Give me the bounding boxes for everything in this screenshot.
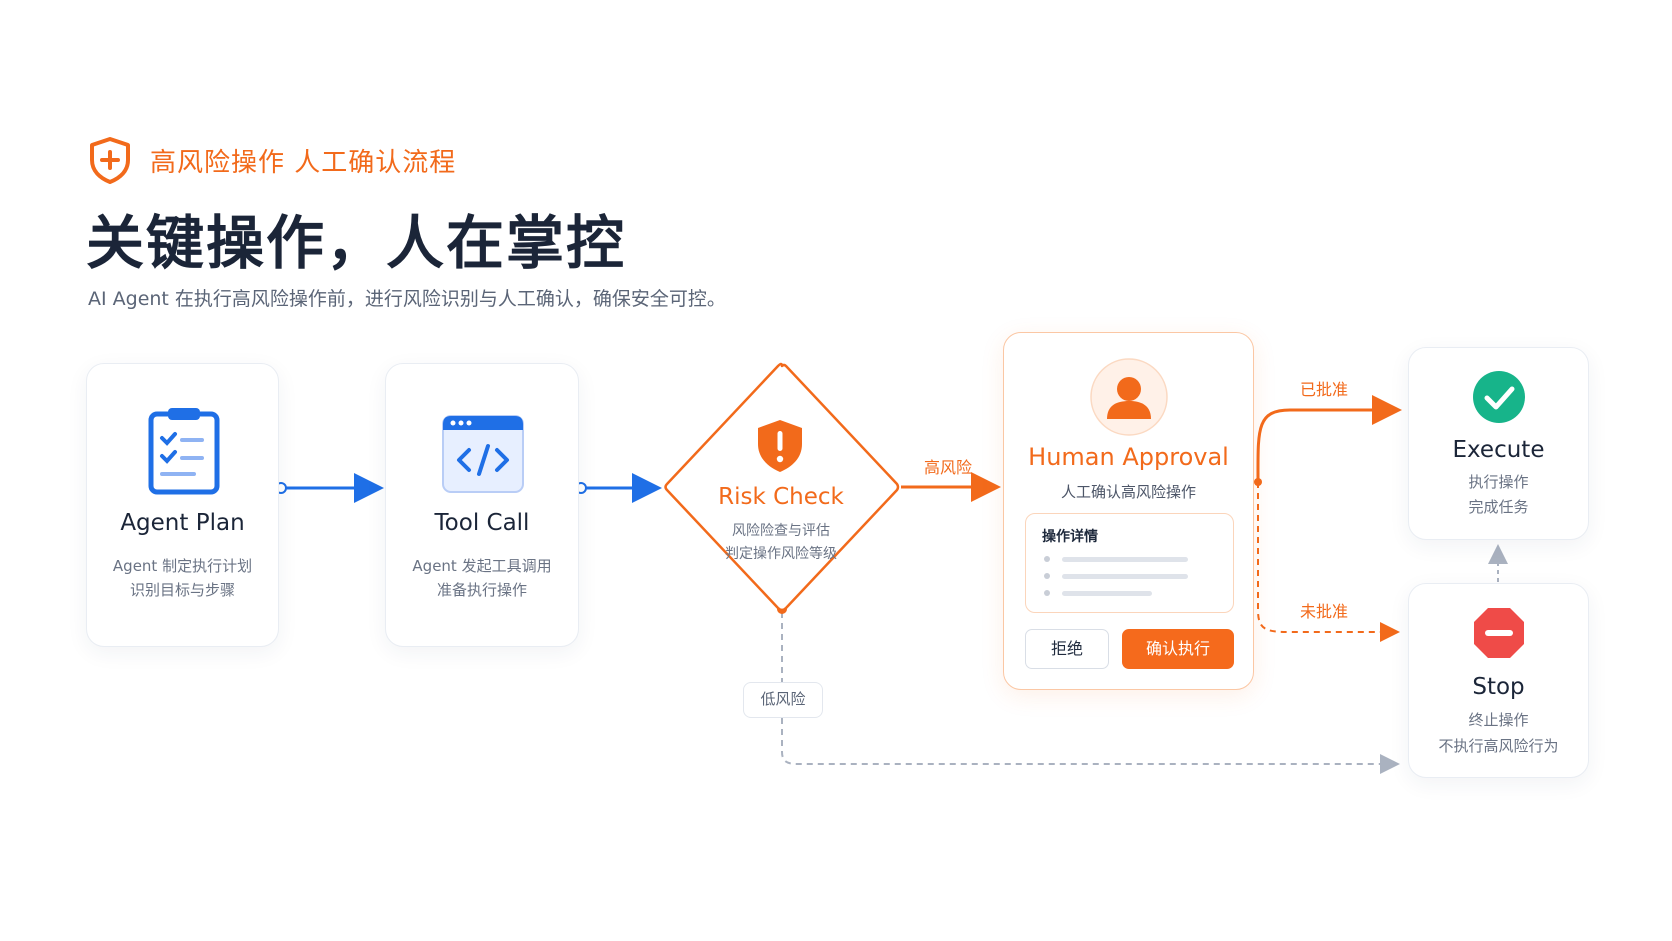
card-sub1: 执行操作 bbox=[1468, 473, 1529, 491]
clipboard-icon bbox=[148, 408, 220, 495]
risk-sub2: 判定操作风险等级 bbox=[725, 546, 837, 562]
user-avatar-icon bbox=[1090, 358, 1168, 436]
stop-sign-icon bbox=[1474, 608, 1524, 658]
page-subtitle: AI Agent 在执行高风险操作前，进行风险识别与人工确认，确保安全可控。 bbox=[88, 288, 726, 310]
shield-plus-icon bbox=[90, 137, 130, 184]
card-title: Execute bbox=[1452, 437, 1545, 463]
card-tool-call: Tool Call Agent 发起工具调用 准备执行操作 bbox=[385, 363, 579, 647]
card-execute: Execute 执行操作 完成任务 bbox=[1408, 347, 1589, 540]
details-line bbox=[1044, 573, 1188, 579]
header-tag-text: 高风险操作 人工确认流程 bbox=[150, 147, 457, 178]
details-title: 操作详情 bbox=[1042, 529, 1098, 545]
code-window-icon bbox=[442, 415, 524, 493]
card-title: Stop bbox=[1472, 674, 1525, 700]
card-sub2: 完成任务 bbox=[1468, 498, 1529, 516]
edge-approved bbox=[1256, 395, 1402, 483]
edge-tool-to-risk bbox=[575, 473, 662, 503]
edge-label-rejected: 未批准 bbox=[1300, 602, 1349, 621]
details-line bbox=[1044, 556, 1188, 562]
card-sub1: 终止操作 bbox=[1468, 711, 1529, 729]
human-sub: 人工确认高风险操作 bbox=[1060, 483, 1196, 501]
shield-alert-icon bbox=[758, 420, 802, 472]
details-line bbox=[1044, 590, 1152, 596]
confirm-execute-button[interactable]: 确认执行 bbox=[1122, 629, 1234, 669]
card-title: Tool Call bbox=[434, 510, 530, 536]
card-stop: Stop 终止操作 不执行高风险行为 bbox=[1408, 583, 1589, 778]
card-sub2: 准备执行操作 bbox=[436, 581, 527, 599]
edge-plan-to-tool bbox=[275, 473, 384, 503]
card-agent-plan: Agent Plan Agent 制定执行计划 识别目标与步骤 bbox=[86, 363, 279, 647]
edge-label-approved: 已批准 bbox=[1300, 380, 1349, 399]
card-sub1: Agent 制定执行计划 bbox=[112, 557, 253, 575]
human-title: Human Approval bbox=[1028, 443, 1229, 471]
card-sub1: Agent 发起工具调用 bbox=[412, 557, 552, 575]
risk-title: Risk Check bbox=[718, 484, 844, 510]
card-sub2: 不执行高风险行为 bbox=[1438, 737, 1559, 755]
card-sub2: 识别目标与步骤 bbox=[129, 581, 235, 599]
header-tag: 高风险操作 人工确认流程 bbox=[88, 136, 456, 184]
card-title: Agent Plan bbox=[120, 510, 245, 536]
card-human-approval: Human Approval 人工确认高风险操作 操作详情 拒绝 确认执行 bbox=[1003, 332, 1254, 690]
operation-details-panel: 操作详情 bbox=[1025, 513, 1234, 613]
risk-sub1: 风险险查与评估 bbox=[732, 523, 830, 539]
page-title: 关键操作，人在掌控 bbox=[86, 209, 627, 277]
edge-label-high-risk: 高风险 bbox=[924, 458, 973, 477]
reject-button[interactable]: 拒绝 bbox=[1025, 629, 1109, 669]
check-circle-icon bbox=[1473, 371, 1525, 423]
edge-label-low-risk: 低风险 bbox=[743, 682, 823, 718]
